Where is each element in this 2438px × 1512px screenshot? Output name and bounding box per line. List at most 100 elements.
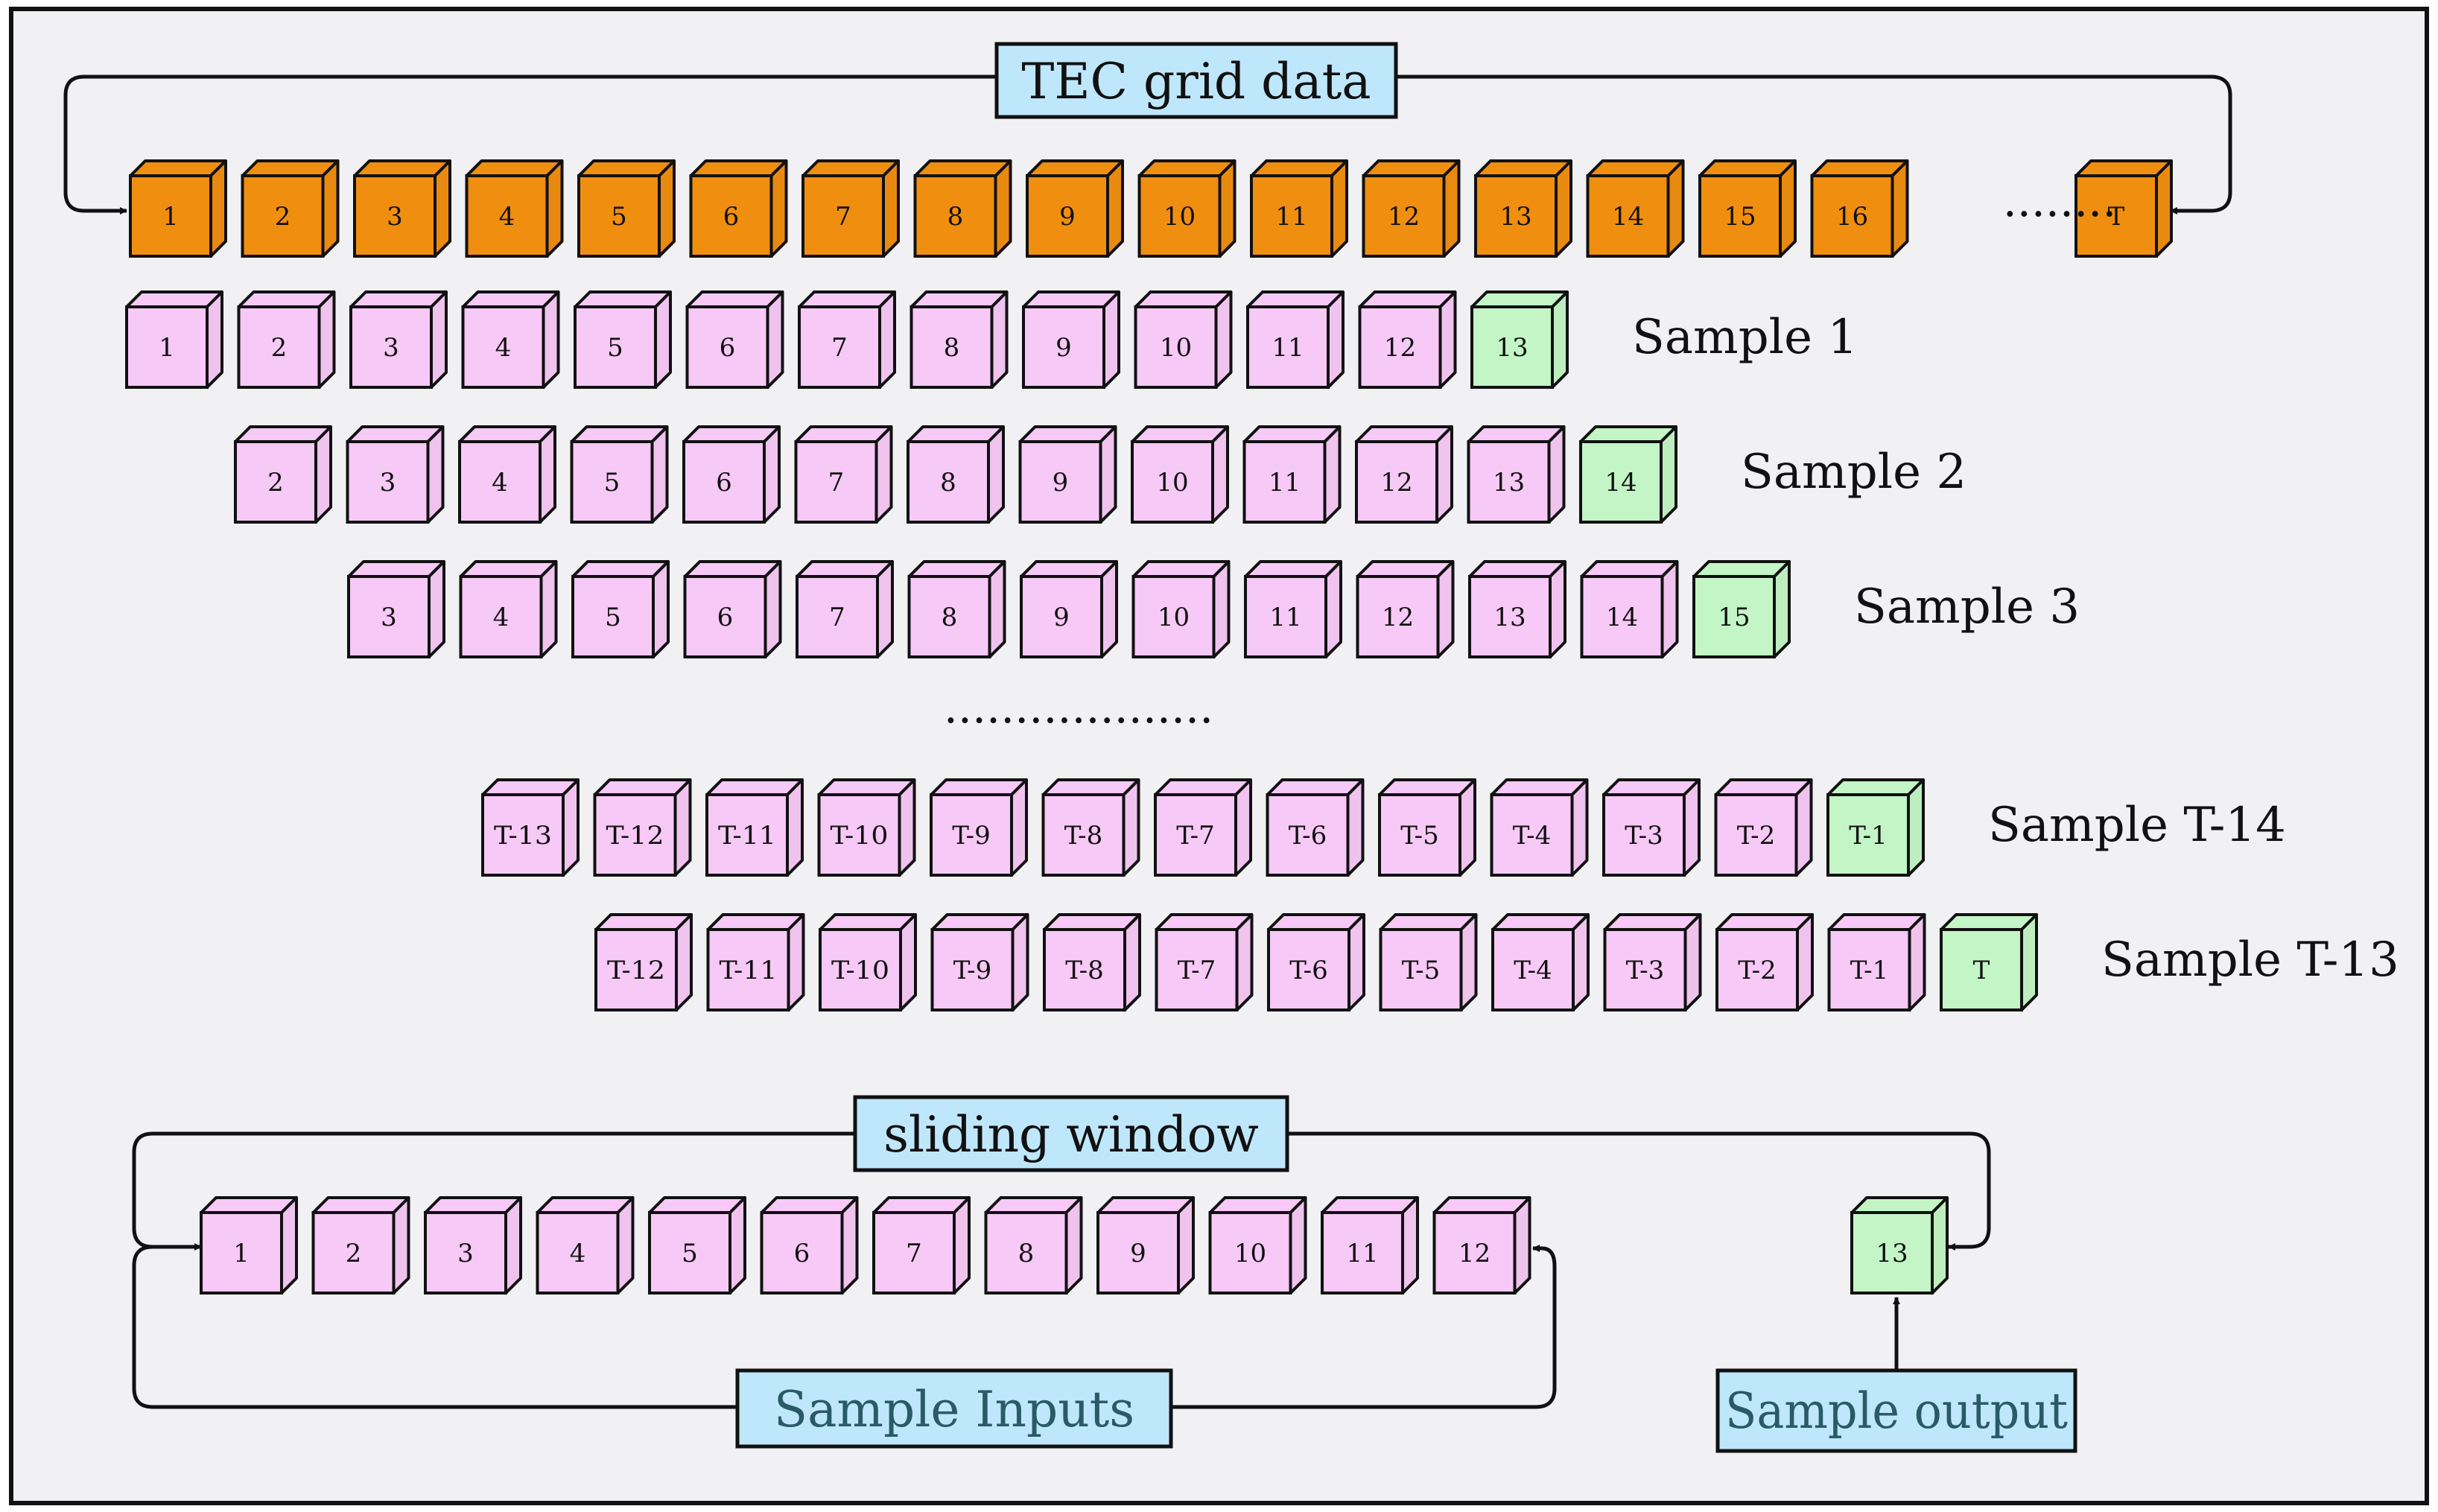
- cube-side-face: [1102, 290, 1120, 389]
- cube-label: T-7: [1176, 821, 1214, 851]
- cube-front-face: [461, 305, 545, 389]
- cube-front-face: [1244, 575, 1327, 658]
- cube-side-face: [1683, 913, 1702, 1011]
- cube-side-face: [1796, 913, 1814, 1011]
- cube-side-face: [1660, 425, 1677, 524]
- cube-side-face: [562, 778, 580, 877]
- cube-side-face: [321, 159, 340, 258]
- sample-input-cube: 3: [349, 290, 448, 389]
- cube-label: 4: [492, 468, 508, 498]
- cube-label: 13: [1496, 333, 1528, 363]
- cube-front-face: [424, 1211, 507, 1295]
- sliding-window-left-connector: [132, 1131, 855, 1251]
- cube-label: 6: [794, 1239, 810, 1268]
- cube-side-face: [764, 560, 782, 658]
- tec-cube: 13: [1474, 159, 1572, 258]
- cube-label: T-6: [1289, 821, 1327, 851]
- cube-side-face: [1214, 290, 1233, 389]
- cube-side-face: [1794, 778, 1813, 877]
- cube-side-face: [426, 425, 445, 524]
- cube-front-face: [1580, 575, 1664, 658]
- cube-front-face: [481, 793, 565, 877]
- cube-side-face: [206, 290, 223, 389]
- cube-side-face: [1234, 778, 1252, 877]
- cube-label: 2: [267, 468, 284, 498]
- tec-grid-label: TEC grid data: [1021, 53, 1371, 110]
- cube-side-face: [786, 778, 804, 877]
- cube-label: 4: [495, 333, 512, 363]
- cube-front-face: [349, 305, 433, 389]
- cube-side-face: [1572, 913, 1590, 1011]
- cube-front-face: [347, 575, 431, 658]
- sample-input-cube: T-7: [1155, 913, 1254, 1011]
- cube-side-face: [882, 159, 900, 258]
- cube-side-face: [1099, 425, 1117, 524]
- cube-label: T-5: [1402, 956, 1440, 985]
- cube-front-face: [1378, 793, 1461, 877]
- cube-side-face: [1212, 560, 1231, 658]
- cube-side-face: [654, 290, 672, 389]
- cube-front-face: [1022, 305, 1105, 389]
- cube-side-face: [675, 913, 693, 1011]
- cube-front-face: [1602, 793, 1686, 877]
- sample-input-cube: 13: [1467, 425, 1566, 524]
- cube-label: 1: [233, 1239, 250, 1268]
- cube-label: 10: [1234, 1239, 1266, 1268]
- cube-label: 10: [1156, 468, 1188, 498]
- cube-side-face: [1324, 560, 1342, 658]
- cube-label: 1: [159, 333, 175, 363]
- cube-front-face: [458, 440, 542, 524]
- cube-front-face: [910, 305, 994, 389]
- window-input-cube: 1: [200, 1196, 298, 1295]
- sample-input-cube: T-9: [930, 913, 1029, 1011]
- tec-cube: 11: [1250, 159, 1348, 258]
- tec-cube: 5: [577, 159, 676, 258]
- cube-front-face: [1362, 174, 1446, 258]
- sample-input-cube: 14: [1580, 560, 1679, 658]
- cube-label: 8: [947, 202, 964, 232]
- cube-side-face: [1436, 560, 1455, 658]
- window-input-cube: 11: [1321, 1196, 1419, 1295]
- cube-side-face: [314, 425, 332, 524]
- cube-front-face: [1266, 793, 1350, 877]
- cube-side-face: [988, 560, 1006, 658]
- cube-front-face: [2074, 174, 2158, 258]
- cube-side-face: [430, 290, 448, 389]
- cube-label: 6: [723, 202, 740, 232]
- cube-front-face: [1940, 928, 2023, 1011]
- cube-side-face: [1330, 159, 1348, 258]
- cube-label: T-10: [831, 956, 889, 985]
- sample-input-cube: 8: [910, 290, 1009, 389]
- cube-front-face: [907, 440, 990, 524]
- cube-label: 9: [1059, 202, 1076, 232]
- cube-front-face: [571, 575, 655, 658]
- cube-label: 13: [1499, 202, 1531, 232]
- cube-label: 14: [1604, 468, 1637, 498]
- cube-label: T-7: [1178, 956, 1216, 985]
- sample-output-cube: T-1: [1826, 778, 1925, 877]
- cube-label: T-10: [831, 821, 889, 851]
- cube-label: 11: [1346, 1239, 1378, 1268]
- cube-label: 12: [1458, 1239, 1491, 1268]
- cube-label: 3: [387, 202, 403, 232]
- sample-input-cube: T-8: [1043, 913, 1141, 1011]
- cube-side-face: [209, 159, 227, 258]
- cube-side-face: [1683, 778, 1701, 877]
- cube-label: 10: [1160, 333, 1192, 363]
- sample-inputs-label-box: [735, 1368, 1173, 1449]
- cube-side-face: [1289, 1196, 1307, 1295]
- cube-label: 11: [1272, 333, 1304, 363]
- cube-side-face: [1100, 560, 1118, 658]
- cube-front-face: [798, 305, 881, 389]
- tec-grid-label-box: [994, 42, 1398, 119]
- cube-side-face: [878, 290, 896, 389]
- cube-label: 14: [1612, 202, 1644, 232]
- sample-input-cube: T-4: [1490, 778, 1589, 877]
- window-input-cube: 2: [311, 1196, 410, 1295]
- cube-label: T-2: [1738, 956, 1776, 985]
